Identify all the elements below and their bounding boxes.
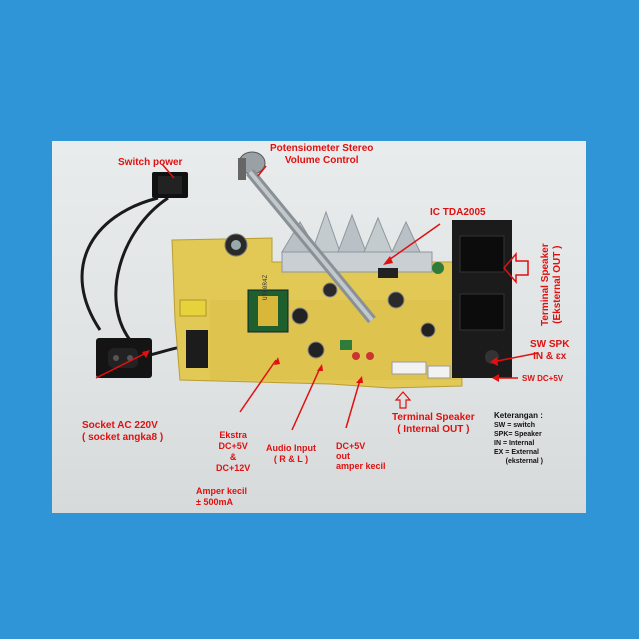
label-ekstra-dc: Ekstra DC+5V & DC+12V	[216, 430, 251, 473]
legend-item: SPK= Speaker	[494, 431, 542, 438]
legend-title: Keterangan :	[494, 411, 543, 420]
label-dc5v-out: DC+5V out amper kecil	[336, 441, 386, 471]
legend-item: SW = switch	[494, 422, 536, 429]
label-socket-ac: Socket AC 220V ( socket angka8 )	[82, 420, 164, 443]
label-terminal-external: Terminal Speaker (Eksternal OUT )	[540, 243, 563, 326]
label-potensiometer: Potensiometer Stereo Volume Control	[270, 143, 374, 166]
legend-item: EX = External	[494, 449, 539, 456]
label-sw-dc5v: SW DC+5V	[522, 374, 564, 383]
label-audio-input: Audio Input ( R & L )	[266, 443, 316, 464]
transformer-print: UTK0R4Z	[262, 274, 269, 300]
heatsink	[281, 210, 433, 273]
legend-box: Keterangan : SW = switch SPK= Speaker IN…	[494, 410, 582, 466]
label-ic-tda2005: IC TDA2005	[430, 207, 486, 218]
board-components	[179, 233, 451, 379]
annotation-arrows	[95, 163, 539, 431]
legend-item: (eksternal )	[494, 458, 544, 465]
power-switch	[152, 172, 188, 198]
label-switch-power: Switch power	[118, 157, 183, 168]
potentiometer	[238, 151, 376, 324]
legend-item: IN = Internal	[494, 440, 535, 447]
label-amper-500ma: Amper kecil ± 500mA	[196, 486, 248, 507]
ac-socket	[96, 338, 152, 378]
label-terminal-internal: Terminal Speaker ( Internal OUT )	[392, 412, 475, 435]
terminal-external-block	[452, 220, 512, 378]
label-sw-spk: SW SPK IN & ɛx	[530, 339, 570, 362]
